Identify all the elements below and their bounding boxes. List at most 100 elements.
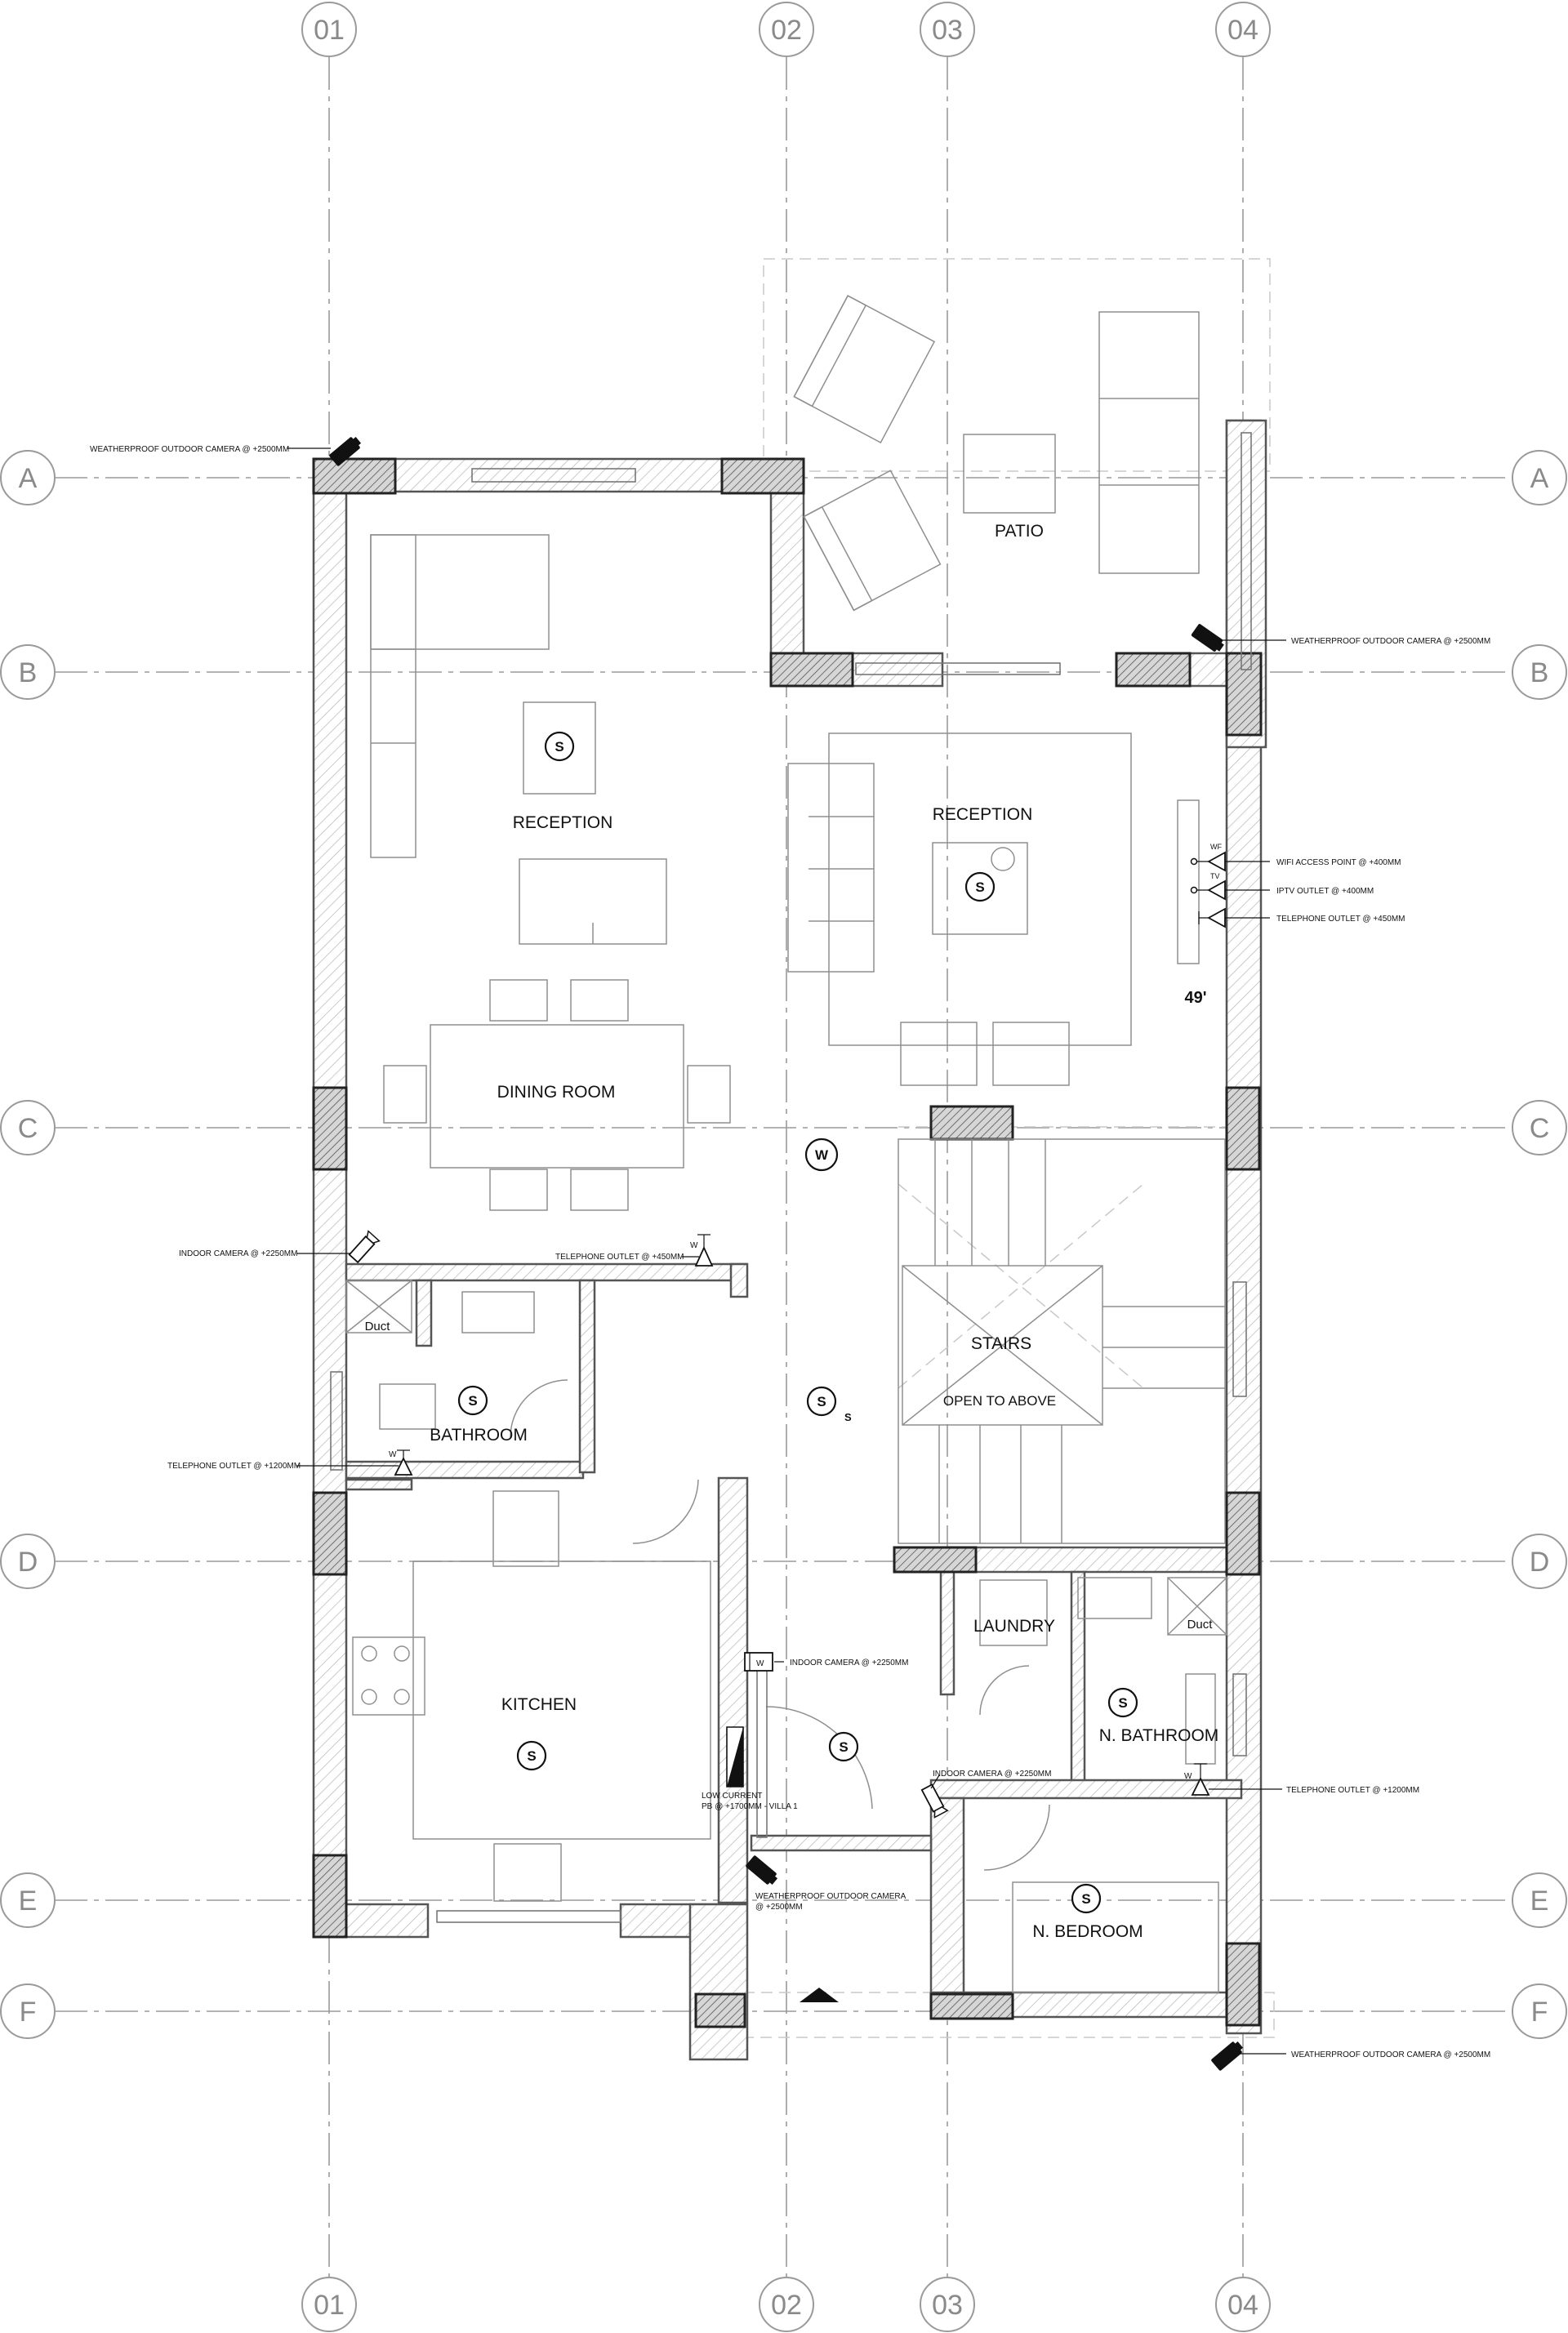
svg-text:02: 02: [771, 15, 802, 46]
grid-bubble-col-03-top: 03: [920, 2, 975, 57]
kitchen-fixtures: [352, 1490, 711, 1902]
outdoor-camera-icon: [329, 437, 362, 466]
telephone-outlet-icon: W: [389, 1449, 413, 1476]
note-indoor-camera-low: INDOOR CAMERA @ +2250MM: [933, 1770, 1051, 1779]
grid-bubble-row-e-right: E: [1512, 1872, 1567, 1928]
grid-bubble-row-b-right: B: [1512, 644, 1567, 700]
note-indoor-camera-left: INDOOR CAMERA @ +2250MM: [179, 1249, 297, 1258]
speaker-symbol: S: [1071, 1883, 1102, 1914]
note-camera-e-1: WEATHERPROOF OUTDOOR CAMERA: [755, 1892, 906, 1901]
svg-text:S: S: [817, 1394, 826, 1409]
wifi-access-point-symbol: W: [804, 1138, 839, 1172]
svg-text:B: B: [19, 657, 38, 688]
svg-text:01: 01: [314, 2290, 345, 2321]
note-camera-a: WEATHERPROOF OUTDOOR CAMERA @ +2500MM: [90, 445, 289, 454]
outdoor-camera-icon: [746, 1855, 778, 1885]
svg-text:D: D: [18, 1547, 38, 1578]
svg-text:S: S: [1081, 1891, 1090, 1907]
svg-text:E: E: [1530, 1886, 1549, 1917]
svg-text:W: W: [756, 1659, 764, 1668]
duct-label-left: Duct: [365, 1320, 391, 1333]
note-indoor-camera-mid: INDOOR CAMERA @ +2250MM: [790, 1658, 908, 1667]
windows: [330, 432, 1252, 1923]
svg-text:04: 04: [1227, 15, 1258, 46]
svg-text:W: W: [1184, 1772, 1192, 1781]
svg-text:04: 04: [1227, 2290, 1258, 2321]
grid-bubble-col-04-bottom: 04: [1215, 2277, 1271, 2332]
grid-bubble-row-e-left: E: [0, 1872, 56, 1928]
svg-text:W: W: [389, 1450, 397, 1459]
room-label-bathroom: BATHROOM: [430, 1426, 528, 1445]
svg-text:W: W: [690, 1241, 698, 1250]
grid-bubble-row-c-right: C: [1512, 1100, 1567, 1155]
low-current-panel-icon: [726, 1726, 744, 1788]
svg-text:B: B: [1530, 657, 1549, 688]
grid-bubble-row-c-left: C: [0, 1100, 56, 1155]
reception-left-furniture: [370, 534, 667, 945]
svg-text:03: 03: [932, 2290, 963, 2321]
tv-outlets-icon: WF TV: [1190, 843, 1226, 928]
stairs: [898, 1138, 1226, 1544]
room-label-reception-left: RECEPTION: [513, 813, 613, 832]
svg-text:A: A: [19, 463, 38, 494]
svg-text:49': 49': [1184, 989, 1206, 1007]
svg-text:S: S: [844, 1411, 852, 1423]
svg-text:S: S: [555, 739, 564, 755]
grid-bubble-row-a-right: A: [1512, 450, 1567, 505]
telephone-outlet-icon: W: [690, 1234, 714, 1267]
structural-columns: [312, 457, 1263, 2028]
patio-furniture: [793, 295, 1200, 612]
indoor-camera-icon: [920, 1783, 949, 1819]
speaker-symbol: S: [457, 1385, 488, 1416]
svg-text:F: F: [1531, 1997, 1548, 2028]
grid-bubble-col-03-bottom: 03: [920, 2277, 975, 2332]
room-label-reception-right: RECEPTION: [933, 805, 1033, 824]
reception-right-furniture: [787, 732, 1200, 1086]
outdoor-camera-icon: [1191, 624, 1224, 652]
svg-text:A: A: [1530, 463, 1549, 494]
room-label-patio: PATIO: [995, 522, 1044, 541]
svg-text:S: S: [975, 879, 984, 895]
tv-unit-icon: 49': [1184, 989, 1206, 1007]
svg-text:S: S: [468, 1393, 477, 1409]
note-camera-b: WEATHERPROOF OUTDOOR CAMERA @ +2500MM: [1291, 637, 1490, 646]
speaker-symbol: S: [544, 731, 575, 762]
telephone-outlet-icon: W: [1184, 1763, 1210, 1796]
duct-label-right: Duct: [1187, 1618, 1214, 1632]
grid-bubble-row-f-right: F: [1512, 1983, 1567, 2039]
svg-text:C: C: [18, 1113, 38, 1144]
entrance-arrow-icon: [800, 1988, 839, 2002]
note-wifi: WIFI ACCESS POINT @ +400MM: [1276, 858, 1401, 867]
annotation-leaders: [287, 447, 1286, 2055]
grid-bubble-col-04-top: 04: [1215, 2, 1271, 57]
room-label-dining: DINING ROOM: [497, 1083, 616, 1102]
data-outlet-icon: W: [744, 1652, 773, 1672]
room-label-kitchen: KITCHEN: [501, 1695, 577, 1714]
note-telephone-1200-left: TELEPHONE OUTLET @ +1200MM: [167, 1462, 301, 1471]
svg-text:D: D: [1530, 1547, 1550, 1578]
svg-text:W: W: [815, 1147, 829, 1163]
grid-bubble-col-02-top: 02: [759, 2, 814, 57]
room-label-n-bathroom: N. BATHROOM: [1099, 1726, 1219, 1745]
grid-bubble-row-f-left: F: [0, 1983, 56, 2039]
svg-text:TV: TV: [1210, 872, 1220, 880]
note-telephone-450-right: TELEPHONE OUTLET @ +450MM: [1276, 915, 1405, 924]
note-low-current-1: LOW CURRENT: [702, 1792, 762, 1801]
grid-bubble-row-d-left: D: [0, 1534, 56, 1589]
note-low-current-2: PB @ +1700MM - VILLA 1: [702, 1802, 798, 1811]
svg-text:S: S: [1118, 1695, 1127, 1711]
grid-bubble-col-02-bottom: 02: [759, 2277, 814, 2332]
speaker-symbol: S: [964, 871, 996, 902]
svg-text:WF: WF: [1210, 843, 1222, 851]
room-label-n-bedroom: N. BEDROOM: [1032, 1922, 1143, 1941]
indoor-camera-icon: [348, 1230, 381, 1264]
svg-text:C: C: [1530, 1113, 1550, 1144]
speaker-symbol: S: [1107, 1687, 1138, 1718]
svg-text:F: F: [20, 1997, 37, 2028]
note-telephone-450-left: TELEPHONE OUTLET @ +450MM: [555, 1253, 684, 1262]
note-camera-e-2: @ +2500MM: [755, 1903, 803, 1912]
svg-text:S: S: [527, 1748, 536, 1764]
svg-text:01: 01: [314, 15, 345, 46]
speaker-symbol: S: [828, 1731, 859, 1762]
